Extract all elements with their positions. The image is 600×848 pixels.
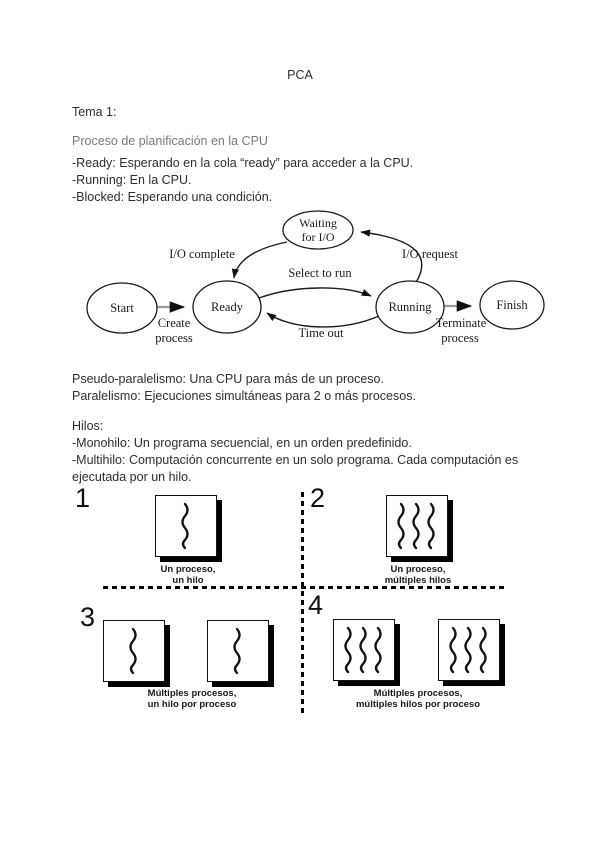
state-oval-running	[375, 280, 445, 334]
thread-squiggle	[232, 627, 241, 675]
threads-figure: 1 Un proceso, un hilo 2 Un proceso, múlt…	[0, 480, 600, 725]
process-box-row	[155, 495, 217, 557]
process-box	[103, 620, 165, 682]
state-blocked-line: -Blocked: Esperando una condición.	[72, 190, 273, 204]
quadrant-label-line2: un hilo	[172, 575, 204, 586]
process-box-row	[103, 620, 269, 682]
state-running-line: -Running: En la CPU.	[72, 173, 192, 187]
state-label-start: Start	[110, 301, 134, 315]
label-create-2: process	[155, 331, 193, 345]
parallelism-section: Pseudo-paralelismo: Una CPU para más de …	[72, 371, 416, 405]
label-io-request: I/O request	[402, 247, 458, 261]
state-label-waiting-2: for I/O	[302, 230, 335, 244]
quadrant-label: Un proceso, múltiples hilos	[338, 564, 498, 586]
quadrant-label-line2: un hilo por proceso	[147, 699, 237, 710]
quadrant-label: Múltiples procesos, múltiples hilos por …	[330, 688, 506, 710]
figure-divider-vertical	[301, 492, 304, 714]
quadrant-label-line2: múltiples hilos por proceso	[355, 699, 481, 710]
process-box	[386, 495, 448, 557]
label-terminate-2: process	[441, 331, 479, 345]
tema-heading: Tema 1:	[72, 105, 117, 119]
arrow-io-complete	[231, 241, 288, 279]
quadrant-label: Múltiples procesos, un hilo por proceso	[112, 688, 272, 710]
process-box-row	[333, 619, 500, 681]
quadrant-label-line1: Un proceso,	[390, 564, 446, 575]
label-io-complete: I/O complete	[169, 247, 235, 261]
label-terminate-1: Terminate	[436, 316, 487, 330]
state-oval-waiting	[282, 210, 354, 250]
label-time-out: Time out	[298, 326, 344, 340]
process-box	[333, 619, 395, 681]
state-label-ready: Ready	[211, 300, 244, 314]
cpu-states-list: -Ready: Esperando en la cola “ready” par…	[72, 155, 413, 206]
thread-squiggle	[180, 502, 189, 550]
process-box-row	[386, 495, 448, 557]
arrow-time-out	[266, 312, 380, 328]
thread-squiggle	[396, 502, 435, 550]
quadrant-label-line1: Múltiples procesos,	[373, 688, 463, 699]
monohilo-line: -Monohilo: Un programa secuencial, en un…	[72, 436, 412, 450]
quadrant-number: 1	[75, 483, 91, 513]
state-oval-ready	[192, 280, 262, 334]
arrow-io-request	[360, 229, 423, 285]
thread-squiggle	[128, 627, 137, 675]
page-title: PCA	[287, 68, 313, 82]
label-create-1: Create	[158, 316, 191, 330]
process-box	[207, 620, 269, 682]
quadrant-label-line2: múltiples hilos	[384, 575, 452, 586]
quadrant-number: 2	[310, 483, 326, 513]
quadrant-label-line1: Múltiples procesos,	[147, 688, 237, 699]
threads-section: Hilos: -Monohilo: Un programa secuencial…	[72, 418, 518, 486]
figure-divider-horizontal	[103, 586, 506, 589]
state-label-running: Running	[388, 300, 432, 314]
hilos-heading: Hilos:	[72, 419, 104, 433]
state-oval-finish	[479, 280, 545, 330]
quadrant-number: 3	[80, 602, 96, 632]
cpu-state-diagram: Start Ready Running Finish Waiting for I…	[86, 210, 545, 345]
quadrant-label-line1: Un proceso,	[160, 564, 216, 575]
state-label-waiting-1: Waiting	[299, 216, 337, 230]
state-ready-line: -Ready: Esperando en la cola “ready” par…	[72, 156, 414, 170]
quadrant-label: Un proceso, un hilo	[108, 564, 268, 586]
multihilo-line-2: ejecutada por un hilo.	[72, 470, 192, 484]
state-oval-start	[86, 282, 158, 334]
arrow-select-to-run	[258, 287, 372, 299]
parallelism-line: Paralelismo: Ejecuciones simultáneas par…	[72, 389, 416, 403]
label-select-to-run: Select to run	[288, 266, 352, 280]
cpu-section-heading: Proceso de planificación en la CPU	[72, 134, 268, 148]
state-label-finish: Finish	[496, 298, 528, 312]
pseudo-parallelism-line: Pseudo-paralelismo: Una CPU para más de …	[72, 372, 384, 386]
process-box	[155, 495, 217, 557]
thread-squiggle	[343, 626, 382, 674]
thread-squiggle	[448, 626, 487, 674]
process-box	[438, 619, 500, 681]
multihilo-line-1: -Multihilo: Computación concurrente en u…	[72, 453, 519, 467]
quadrant-number: 4	[308, 590, 324, 620]
